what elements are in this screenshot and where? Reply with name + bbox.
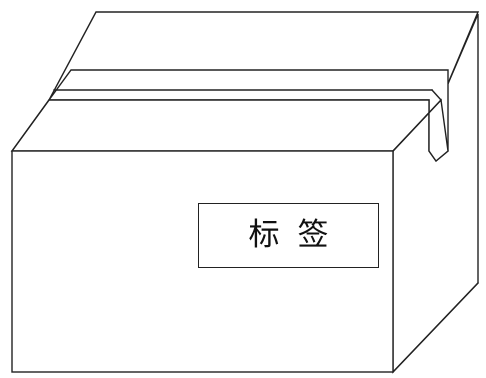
tape-inner-edge (431, 89, 442, 101)
lid-front-edge (11, 99, 50, 152)
label-text: 标签 (248, 217, 347, 253)
box-bottom-right-edge (392, 282, 479, 373)
shipping-label: 标签 (198, 203, 379, 268)
lid-diagonal-right (392, 99, 442, 152)
